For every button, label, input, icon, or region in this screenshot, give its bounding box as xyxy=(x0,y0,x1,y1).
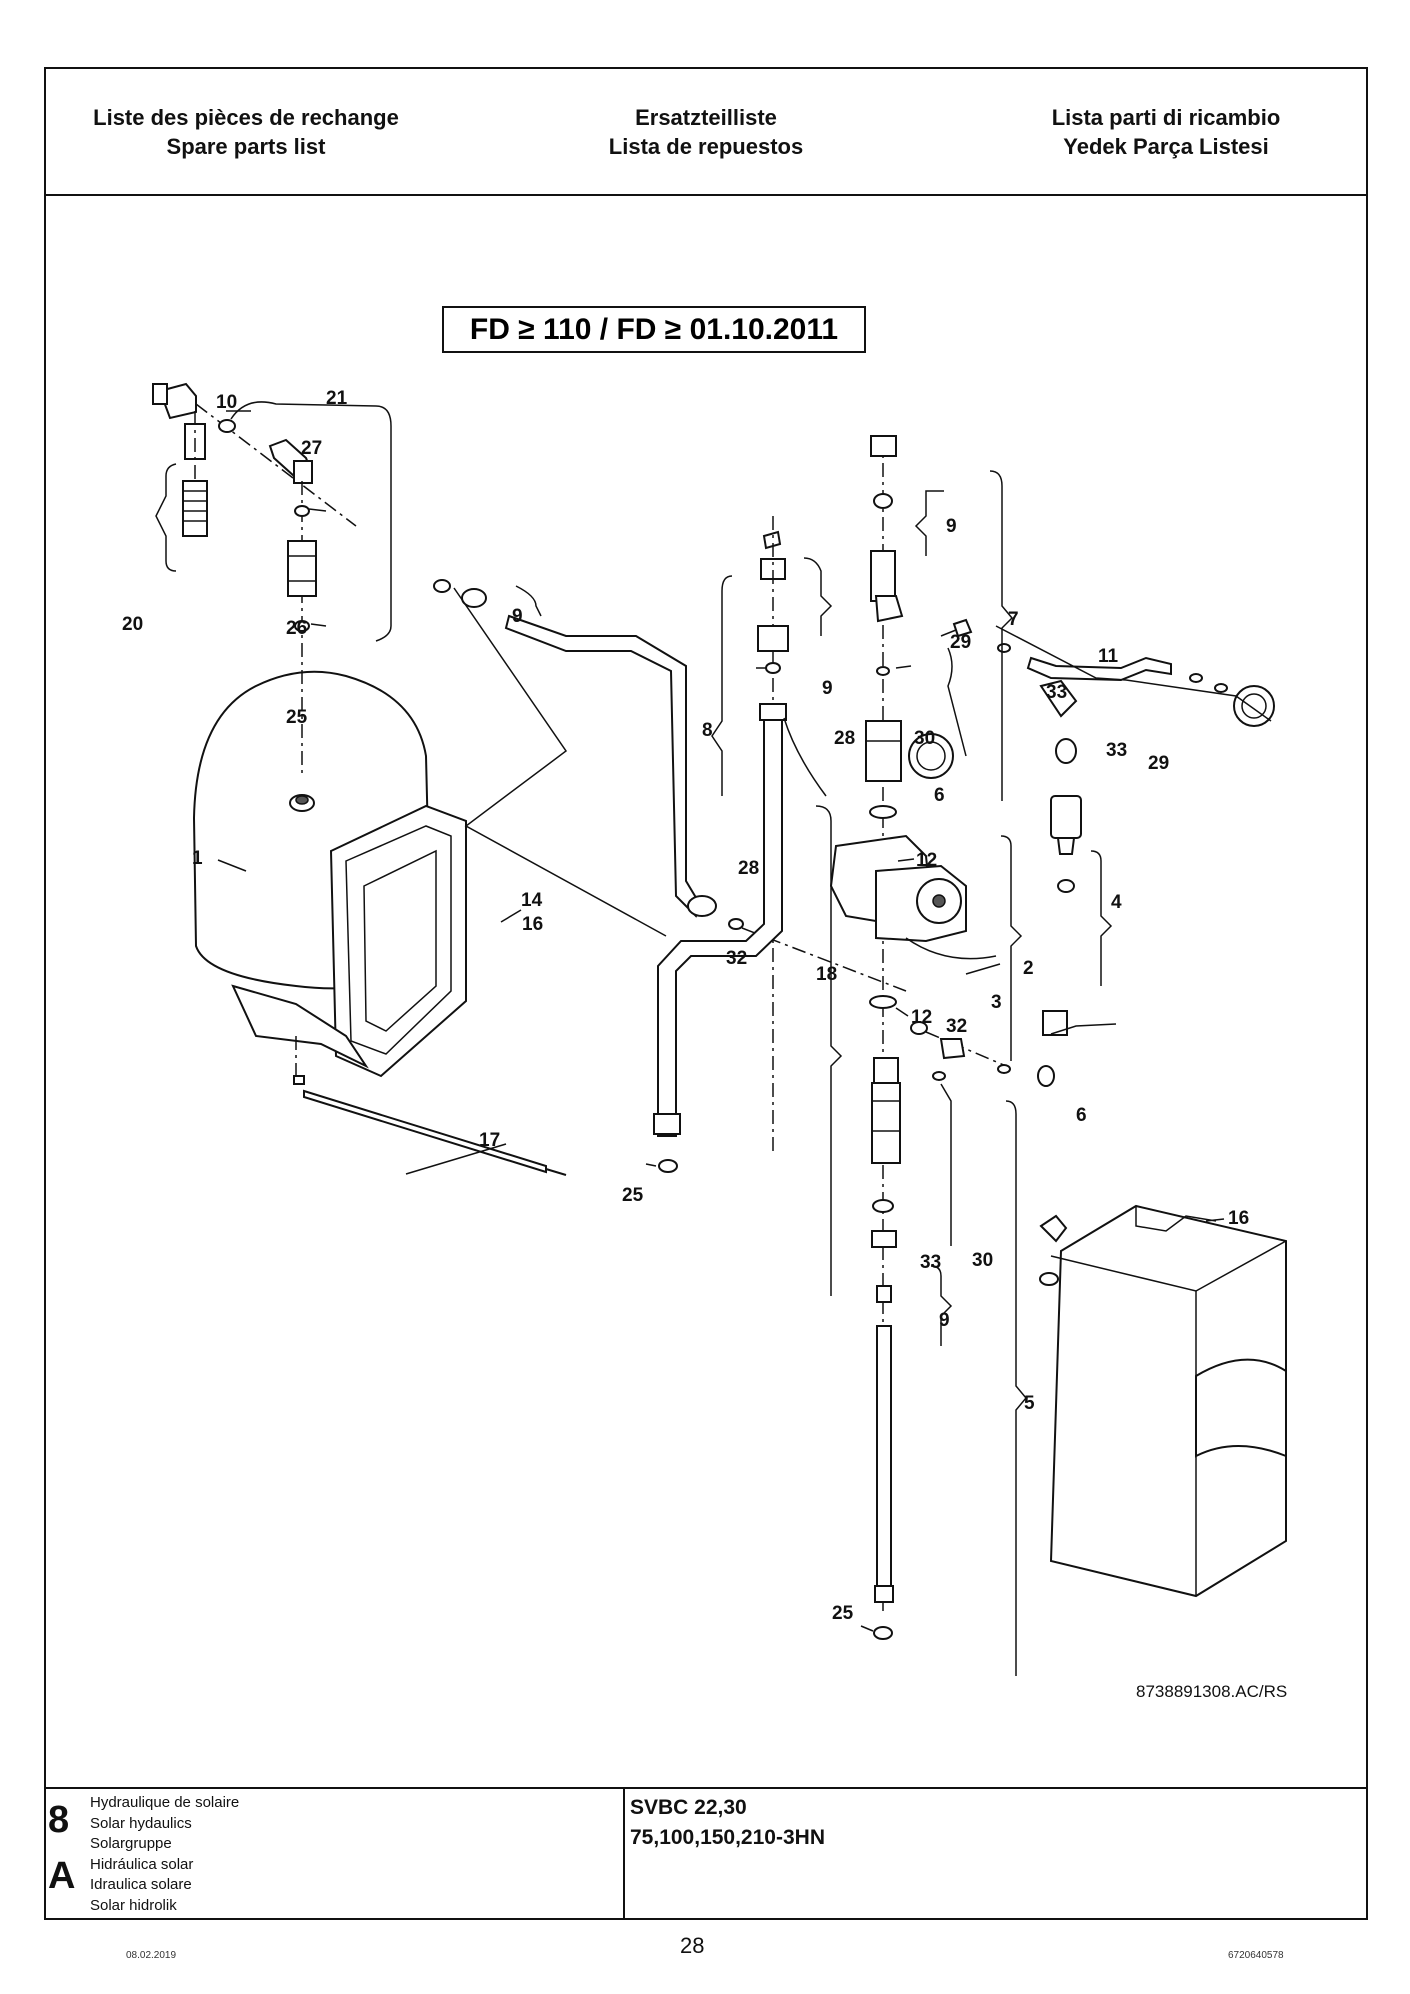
callout-9-bottom: 9 xyxy=(939,1310,950,1331)
callout-7: 7 xyxy=(1008,609,1019,630)
callout-32-left: 32 xyxy=(726,948,747,969)
callout-25-mid: 25 xyxy=(622,1185,644,1206)
header-title-tr: Yedek Parça Listesi xyxy=(1063,134,1269,159)
drawing-reference: 8738891308.AC/RS xyxy=(1136,1682,1287,1701)
callout-18: 18 xyxy=(816,964,837,985)
flow-pipe-18 xyxy=(653,516,789,1173)
callout-17: 17 xyxy=(479,1130,500,1151)
wall-bracket xyxy=(231,804,467,1078)
callout-3: 3 xyxy=(991,992,1002,1013)
callout-33-upper: 33 xyxy=(1046,682,1067,703)
version-box: FD ≥ 110 / FD ≥ 01.10.2011 xyxy=(442,306,866,353)
callout-32-right: 32 xyxy=(946,1016,967,1037)
callout-12-lower: 12 xyxy=(911,1007,932,1028)
callout-9-left: 9 xyxy=(512,606,523,627)
callout-9-top: 9 xyxy=(946,516,957,537)
model-designation: SVBC 22,30 75,100,150,210-3HN xyxy=(630,1793,825,1853)
air-vent xyxy=(1050,795,1082,893)
callout-25-bottom: 25 xyxy=(832,1603,854,1624)
leader-lines xyxy=(217,410,1225,1632)
return-pipe-14 xyxy=(433,579,907,992)
header-title-fr: Liste des pièces de rechange xyxy=(93,105,399,130)
callout-16-right: 16 xyxy=(1228,1208,1249,1229)
callout-4: 4 xyxy=(1111,892,1122,913)
callout-29-upper: 29 xyxy=(950,632,971,653)
callout-8: 8 xyxy=(702,720,713,741)
central-pump-group xyxy=(829,435,1068,1640)
callout-21: 21 xyxy=(326,388,348,409)
insulation-cover xyxy=(1049,1204,1287,1598)
section-title-fr: Hydraulique de solaire xyxy=(90,1794,240,1811)
section-letter: A xyxy=(48,1855,76,1897)
page-number: 28 xyxy=(680,1933,705,1958)
header-french-english: Liste des pièces de rechange Spare parts… xyxy=(66,103,426,161)
callout-6-lower: 6 xyxy=(1076,1105,1087,1126)
header-title-en: Spare parts list xyxy=(166,134,326,159)
section-title-en: Solar hydaulics xyxy=(90,1814,192,1832)
section-number: 8 xyxy=(48,1799,70,1841)
header: Liste des pièces de rechange Spare parts… xyxy=(46,69,1366,196)
callout-1: 1 xyxy=(192,848,203,869)
section-title-de: Solargruppe xyxy=(90,1835,172,1852)
footer-divider xyxy=(623,1789,625,1918)
section-title-es: Hidráulica solar xyxy=(90,1855,194,1873)
callout-26: 26 xyxy=(286,618,307,639)
header-title-es: Lista de repuestos xyxy=(608,134,804,159)
header-title-de: Ersatzteilliste xyxy=(635,105,777,130)
footer: 8 A Hydraulique de solaire Solar hydauli… xyxy=(46,1787,1366,1918)
capillary-sensor xyxy=(293,1036,567,1176)
callout-numbers: 1 2 3 4 5 6 6 7 8 9 9 9 9 10 11 12 12 14… xyxy=(122,388,1249,1624)
exploded-view-drawing: .ln { fill: none; stroke: #111; stroke-w… xyxy=(46,196,1366,1787)
section-title-list: Hydraulique de solaire Solar hydaulics S… xyxy=(90,1793,239,1916)
callout-11: 11 xyxy=(1098,646,1119,667)
print-date: 08.02.2019 xyxy=(126,1950,177,1961)
callout-12-upper: 12 xyxy=(916,850,937,871)
section-title-tr: Solar hidrolik xyxy=(90,1896,177,1914)
callout-9-mid: 9 xyxy=(822,678,833,699)
callout-30-upper: 30 xyxy=(914,728,935,749)
thermometer-flow-assembly xyxy=(952,618,1275,1087)
callout-2: 2 xyxy=(1023,958,1034,979)
header-italian-turkish: Lista parti di ricambio Yedek Parça List… xyxy=(986,103,1346,161)
model-line-1: SVBC 22,30 xyxy=(630,1796,747,1819)
safety-valve-assembly xyxy=(152,382,357,776)
callout-28-mid: 28 xyxy=(738,858,759,879)
callout-27: 27 xyxy=(301,438,322,459)
callout-33-right: 33 xyxy=(1106,740,1127,761)
callout-16-left: 16 xyxy=(522,914,543,935)
page-frame: Liste des pièces de rechange Spare parts… xyxy=(44,67,1368,1920)
callout-5: 5 xyxy=(1024,1393,1035,1414)
section-title-it: Idraulica solare xyxy=(90,1876,192,1893)
grouping-braces xyxy=(155,401,1272,1676)
exploded-view-svg: .ln { fill: none; stroke: #111; stroke-w… xyxy=(122,306,1287,1701)
callout-6-upper: 6 xyxy=(934,785,945,806)
header-german-spanish: Ersatzteilliste Lista de repuestos xyxy=(526,103,886,161)
model-line-2: 75,100,150,210-3HN xyxy=(630,1826,825,1849)
document-number: 6720640578 xyxy=(1228,1950,1284,1961)
callout-29-right: 29 xyxy=(1148,753,1169,774)
callout-28-upper: 28 xyxy=(834,728,855,749)
header-title-it: Lista parti di ricambio xyxy=(1051,105,1281,130)
callout-33-lower: 33 xyxy=(920,1252,941,1273)
callout-10: 10 xyxy=(216,392,237,413)
callout-20: 20 xyxy=(122,614,143,635)
callout-25-left: 25 xyxy=(286,707,308,728)
callout-30-lower: 30 xyxy=(972,1250,993,1271)
version-box-text: FD ≥ 110 / FD ≥ 01.10.2011 xyxy=(470,313,838,346)
callout-14: 14 xyxy=(521,890,543,911)
